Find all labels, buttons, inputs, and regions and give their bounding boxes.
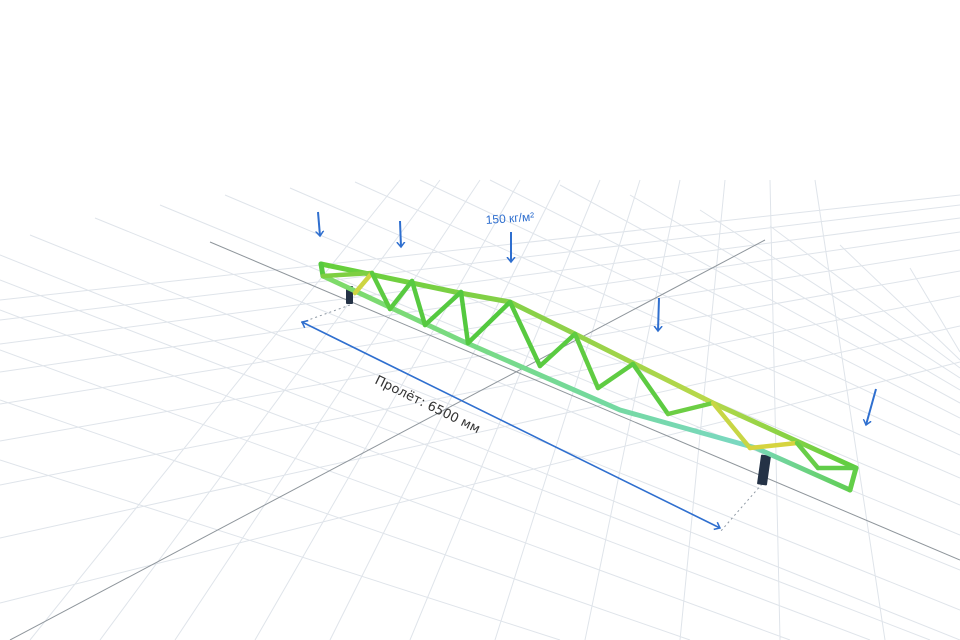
web-member[interactable]: [387, 278, 415, 312]
web-member[interactable]: [465, 299, 513, 346]
span-dimension: Пролёт: 6500 мм: [299, 304, 763, 533]
truss[interactable]: [318, 261, 859, 493]
web-member[interactable]: [537, 331, 578, 369]
web-member[interactable]: [572, 331, 601, 391]
web-member[interactable]: [507, 299, 543, 369]
web-member[interactable]: [422, 289, 464, 328]
web-member[interactable]: [458, 289, 471, 346]
web-member[interactable]: [595, 361, 636, 391]
load-arrow: [658, 297, 659, 331]
span-label: Пролёт: 6500 мм: [372, 373, 482, 437]
web-member[interactable]: [665, 400, 716, 417]
load-arrows: 150 кг/м²: [318, 210, 877, 425]
support-post: [757, 454, 771, 486]
load-arrow: [318, 211, 320, 236]
end-post[interactable]: [847, 465, 859, 493]
web-member[interactable]: [409, 278, 428, 328]
web-member[interactable]: [352, 270, 375, 296]
bottom-chord[interactable]: [320, 273, 853, 493]
dimension-line: [300, 319, 722, 531]
web-member[interactable]: [710, 400, 753, 451]
web-member[interactable]: [630, 361, 671, 417]
top-chord[interactable]: [318, 261, 859, 471]
web-member[interactable]: [369, 270, 393, 312]
dimension-extension-line: [299, 304, 351, 324]
web-member[interactable]: [794, 440, 821, 471]
web-member[interactable]: [320, 270, 375, 279]
dimension-extension-line: [719, 483, 763, 533]
load-label: 150 кг/м²: [485, 210, 534, 227]
load-arrow: [400, 220, 401, 247]
load-arrow: [866, 388, 877, 425]
web-member[interactable]: [747, 440, 800, 451]
